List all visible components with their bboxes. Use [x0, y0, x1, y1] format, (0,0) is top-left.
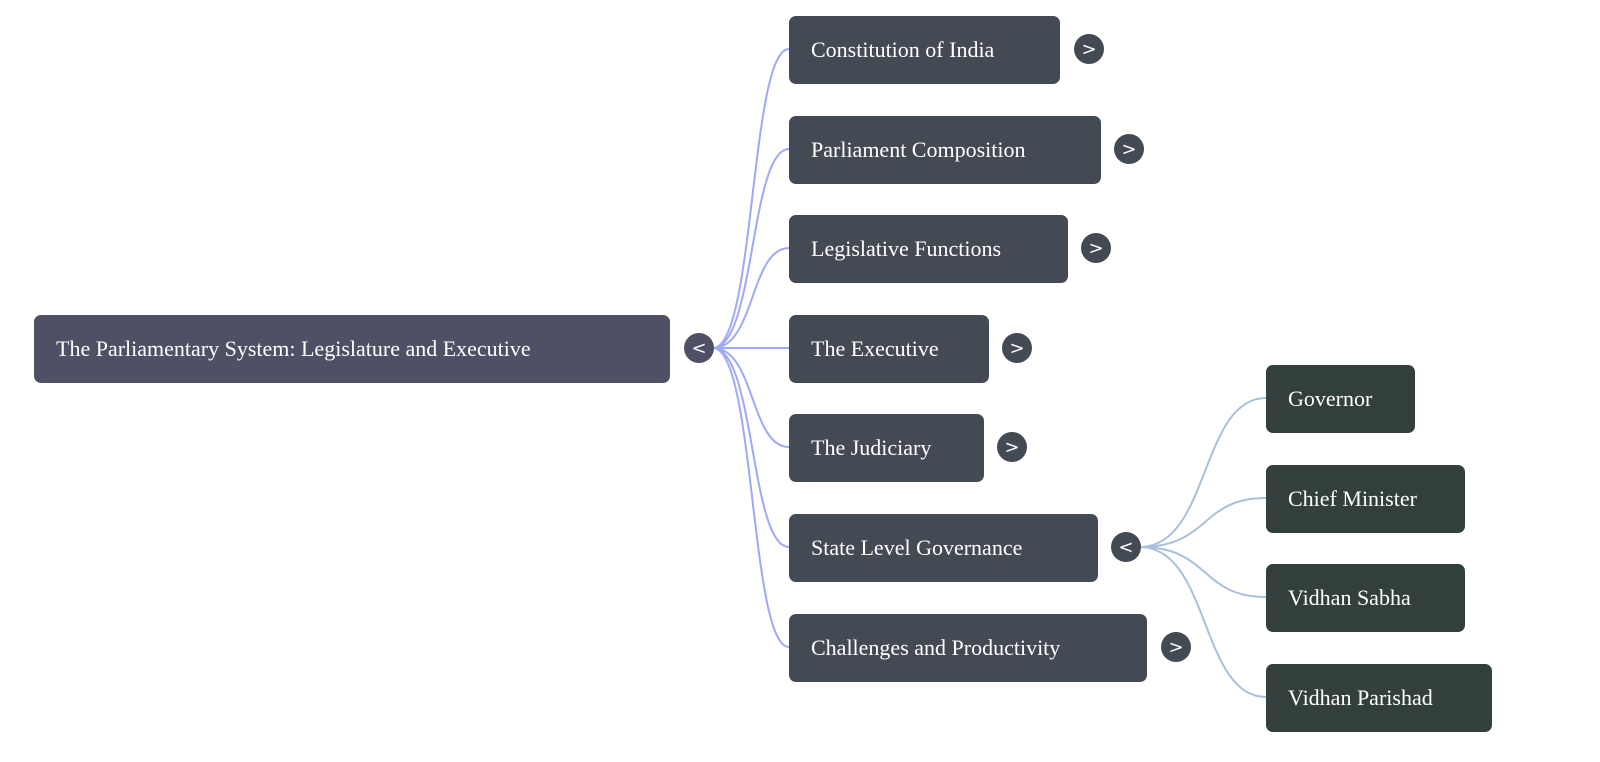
edge-challenges: [712, 347, 790, 648]
edge-vidhan-parishad: [1139, 546, 1267, 698]
edge-legislative: [712, 247, 790, 349]
node-label: The Executive: [811, 336, 939, 361]
expand-toggle-judiciary[interactable]: >: [997, 432, 1027, 462]
node-state-level-governance[interactable]: State Level Governance: [789, 514, 1098, 582]
node-chief-minister[interactable]: Chief Minister: [1266, 465, 1465, 533]
edge-chief-minister: [1139, 497, 1267, 548]
root-node[interactable]: The Parliamentary System: Legislature an…: [34, 315, 670, 383]
node-label: Legislative Functions: [811, 236, 1002, 261]
node-label: Governor: [1288, 386, 1373, 411]
collapse-toggle-state[interactable]: <: [1111, 532, 1141, 562]
edge-state: [712, 347, 790, 548]
node-label: Chief Minister: [1288, 486, 1417, 511]
root-collapse-toggle[interactable]: <: [684, 333, 714, 363]
expand-toggle-legislative[interactable]: >: [1081, 233, 1111, 263]
expand-toggle-challenges[interactable]: >: [1161, 632, 1191, 662]
edge-governor: [1139, 397, 1267, 548]
node-the-executive[interactable]: The Executive: [789, 315, 989, 383]
node-label: Challenges and Productivity: [811, 635, 1061, 660]
edge-vidhan-sabha: [1139, 546, 1267, 598]
node-label: Vidhan Parishad: [1288, 685, 1433, 710]
edge-judiciary: [712, 347, 790, 448]
node-label: The Judiciary: [811, 435, 932, 460]
expand-toggle-executive[interactable]: >: [1002, 333, 1032, 363]
expand-toggle-parliament[interactable]: >: [1114, 134, 1144, 164]
node-label: Parliament Composition: [811, 137, 1026, 162]
edge-constitution: [712, 48, 790, 349]
edge-parliament: [712, 148, 790, 349]
node-the-judiciary[interactable]: The Judiciary: [789, 414, 984, 482]
node-label: State Level Governance: [811, 535, 1023, 560]
node-label: Vidhan Sabha: [1288, 585, 1411, 610]
node-constitution-of-india[interactable]: Constitution of India: [789, 16, 1060, 84]
node-vidhan-parishad[interactable]: Vidhan Parishad: [1266, 664, 1492, 732]
node-parliament-composition[interactable]: Parliament Composition: [789, 116, 1101, 184]
expand-toggle-constitution[interactable]: >: [1074, 34, 1104, 64]
node-governor[interactable]: Governor: [1266, 365, 1415, 433]
node-vidhan-sabha[interactable]: Vidhan Sabha: [1266, 564, 1465, 632]
node-label: Constitution of India: [811, 37, 995, 62]
root-label: The Parliamentary System: Legislature an…: [56, 336, 531, 361]
node-challenges-and-productivity[interactable]: Challenges and Productivity: [789, 614, 1147, 682]
node-legislative-functions[interactable]: Legislative Functions: [789, 215, 1068, 283]
